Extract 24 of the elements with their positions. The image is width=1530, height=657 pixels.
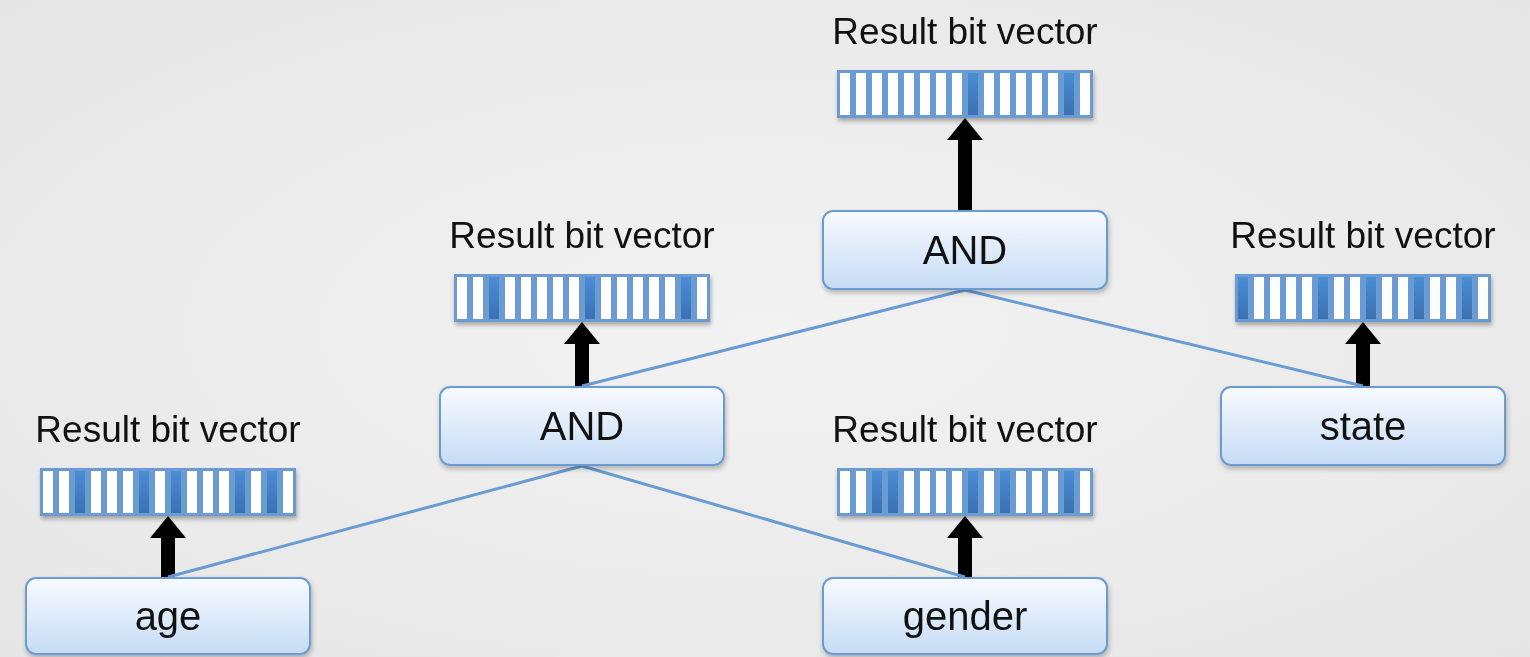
- bit-vector-heading: Result bit vector: [449, 214, 715, 258]
- node-label: AND: [922, 227, 1008, 273]
- bit-vector-heading: Result bit vector: [832, 408, 1098, 452]
- block-arrow: [150, 516, 186, 577]
- connector-line: [581, 288, 966, 388]
- process-box: [822, 577, 1108, 655]
- bit-vector-heading: Result bit vector: [1230, 214, 1496, 258]
- connector-line: [964, 288, 1364, 388]
- block-arrow: [564, 322, 600, 386]
- node-label: state: [1319, 403, 1407, 449]
- block-arrow: [947, 118, 983, 210]
- block-arrow: [947, 516, 983, 577]
- node-label: AND: [539, 403, 625, 449]
- node-label: age: [134, 593, 202, 639]
- process-box: [822, 210, 1108, 290]
- process-box: [1220, 386, 1506, 466]
- process-box: [25, 577, 311, 655]
- process-box: [439, 386, 725, 466]
- node-label: gender: [902, 593, 1028, 639]
- block-arrow: [1345, 322, 1381, 386]
- bit-vector-heading: Result bit vector: [35, 408, 301, 452]
- connector-line: [581, 464, 966, 579]
- connector-line: [167, 464, 583, 579]
- bit-vector-heading: Result bit vector: [832, 10, 1098, 54]
